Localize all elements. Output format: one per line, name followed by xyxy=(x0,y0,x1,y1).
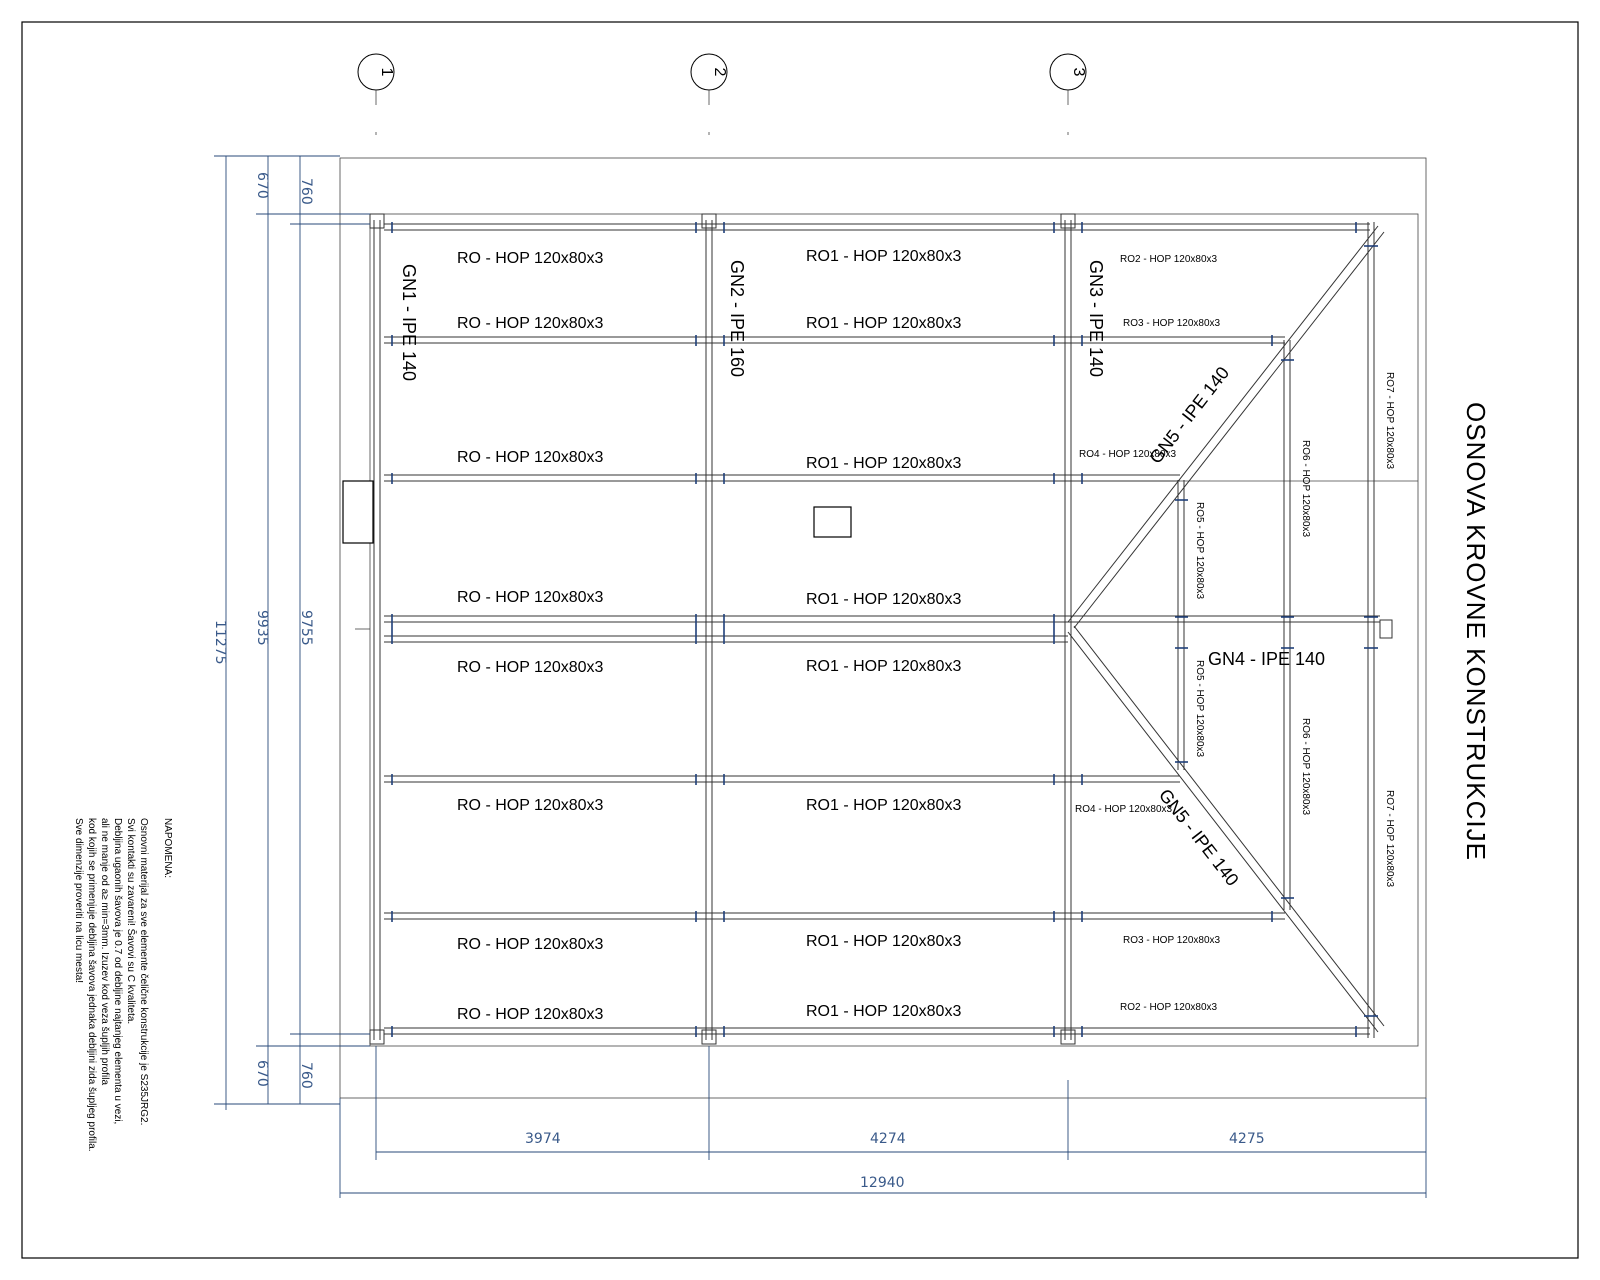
dimension-left: 11275 9935 9755 670 760 670 760 xyxy=(212,155,370,1110)
svg-text:kod kojih se primenjuje deblji: kod kojih se primenjuje debljina šavova … xyxy=(86,818,97,1152)
bay1-purlin-labels: RO - HOP 120x80x3 RO - HOP 120x80x3 RO -… xyxy=(457,250,604,1023)
purlin-rows xyxy=(384,223,1380,1035)
dimension-bottom: 3974 4274 4275 12940 xyxy=(339,1046,1427,1198)
opening-left xyxy=(342,480,374,544)
axis-marker-2: 2 xyxy=(690,53,728,135)
svg-text:RO - HOP 120x80x3: RO - HOP 120x80x3 xyxy=(457,589,604,606)
girder-gn3 xyxy=(1060,213,1076,1045)
svg-text:RO1 - HOP 120x80x3: RO1 - HOP 120x80x3 xyxy=(806,315,961,332)
svg-text:670: 670 xyxy=(254,172,270,199)
svg-text:RO - HOP 120x80x3: RO - HOP 120x80x3 xyxy=(457,449,604,466)
gn4-end-plate xyxy=(1379,619,1393,639)
svg-text:RO1 - HOP 120x80x3: RO1 - HOP 120x80x3 xyxy=(806,1003,961,1020)
svg-text:RO3 - HOP 120x80x3: RO3 - HOP 120x80x3 xyxy=(1123,935,1221,946)
svg-text:RO1 - HOP 120x80x3: RO1 - HOP 120x80x3 xyxy=(806,455,961,472)
svg-text:RO5 - HOP 120x80x3: RO5 - HOP 120x80x3 xyxy=(1194,660,1205,758)
girder-gn2 xyxy=(701,213,717,1045)
girder-gn1 xyxy=(369,213,385,1045)
svg-text:RO4 - HOP 120x80x3: RO4 - HOP 120x80x3 xyxy=(1075,804,1173,815)
purlin-ro6-vertical xyxy=(1283,340,1291,910)
svg-text:670: 670 xyxy=(254,1060,270,1087)
svg-text:760: 760 xyxy=(298,178,314,205)
svg-text:Debljina ugaonih šavova je 0.7: Debljina ugaonih šavova je 0.7 od deblji… xyxy=(112,818,123,1124)
svg-text:3: 3 xyxy=(1070,68,1087,77)
svg-text:12940: 12940 xyxy=(860,1175,905,1191)
svg-text:1: 1 xyxy=(378,68,395,77)
svg-text:RO - HOP 120x80x3: RO - HOP 120x80x3 xyxy=(457,1006,604,1023)
svg-text:Sve dimenzije proveriti na lic: Sve dimenzije proveriti na licu mesta! xyxy=(73,818,84,983)
svg-text:NAPOMENA:: NAPOMENA: xyxy=(162,818,173,878)
svg-text:9935: 9935 xyxy=(254,610,270,646)
svg-text:RO6 - HOP 120x80x3: RO6 - HOP 120x80x3 xyxy=(1300,718,1311,816)
svg-text:RO2 - HOP 120x80x3: RO2 - HOP 120x80x3 xyxy=(1120,1002,1218,1013)
svg-text:RO1 - HOP 120x80x3: RO1 - HOP 120x80x3 xyxy=(806,797,961,814)
svg-text:4275: 4275 xyxy=(1229,1131,1265,1147)
svg-text:760: 760 xyxy=(298,1062,314,1089)
svg-text:RO7 - HOP 120x80x3: RO7 - HOP 120x80x3 xyxy=(1384,790,1395,888)
sheet-border xyxy=(21,21,1579,1259)
svg-text:RO1 - HOP 120x80x3: RO1 - HOP 120x80x3 xyxy=(806,933,961,950)
svg-text:RO1 - HOP 120x80x3: RO1 - HOP 120x80x3 xyxy=(806,658,961,675)
svg-text:RO1 - HOP 120x80x3: RO1 - HOP 120x80x3 xyxy=(806,591,961,608)
svg-text:RO - HOP 120x80x3: RO - HOP 120x80x3 xyxy=(457,250,604,267)
svg-text:ali ne manje od a≥ min=3mm. Iz: ali ne manje od a≥ min=3mm. Izuzev kod v… xyxy=(99,818,110,1085)
label-gn1: GN1 - IPE 140 xyxy=(399,264,419,381)
bay3-purlin-labels: RO2 - HOP 120x80x3 RO3 - HOP 120x80x3 RO… xyxy=(1075,254,1395,1013)
girder-ro7-right xyxy=(1367,222,1375,1038)
svg-text:4274: 4274 xyxy=(870,1131,906,1147)
connection-markers xyxy=(391,222,1378,1037)
roof-outline-outer xyxy=(339,157,1427,1099)
svg-text:RO4 - HOP 120x80x3: RO4 - HOP 120x80x3 xyxy=(1079,449,1177,460)
svg-text:9755: 9755 xyxy=(298,610,314,646)
svg-text:RO - HOP 120x80x3: RO - HOP 120x80x3 xyxy=(457,797,604,814)
opening-center xyxy=(813,506,852,538)
svg-text:Osnovni materijal za sve eleme: Osnovni materijal za sve elemente čeličn… xyxy=(138,818,149,1125)
svg-text:RO - HOP 120x80x3: RO - HOP 120x80x3 xyxy=(457,659,604,676)
bay2-purlin-labels: RO1 - HOP 120x80x3 RO1 - HOP 120x80x3 RO… xyxy=(806,248,961,1020)
roof-outline-inner xyxy=(369,213,1419,1047)
label-gn4: GN4 - IPE 140 xyxy=(1208,649,1325,669)
svg-text:RO - HOP 120x80x3: RO - HOP 120x80x3 xyxy=(457,936,604,953)
svg-text:RO1 - HOP 120x80x3: RO1 - HOP 120x80x3 xyxy=(806,248,961,265)
axis-marker-1: 1 xyxy=(357,53,395,135)
axis-marker-3: 3 xyxy=(1049,53,1087,135)
svg-text:RO7 - HOP 120x80x3: RO7 - HOP 120x80x3 xyxy=(1384,372,1395,470)
note-block: NAPOMENA: Osnovni materijal za sve eleme… xyxy=(73,818,173,1152)
svg-text:3974: 3974 xyxy=(525,1131,561,1147)
svg-text:RO5 - HOP 120x80x3: RO5 - HOP 120x80x3 xyxy=(1194,502,1205,600)
svg-text:RO - HOP 120x80x3: RO - HOP 120x80x3 xyxy=(457,315,604,332)
svg-text:11275: 11275 xyxy=(212,620,228,665)
purlin-ro5-vertical xyxy=(1177,480,1185,770)
svg-text:2: 2 xyxy=(711,68,728,77)
girder-gn5-diagonals xyxy=(1067,225,1385,1033)
svg-text:RO3 - HOP 120x80x3: RO3 - HOP 120x80x3 xyxy=(1123,318,1221,329)
svg-text:RO6 - HOP 120x80x3: RO6 - HOP 120x80x3 xyxy=(1300,440,1311,538)
svg-text:RO2 - HOP 120x80x3: RO2 - HOP 120x80x3 xyxy=(1120,254,1218,265)
svg-text:Svi kontakti su zavareni! Šavo: Svi kontakti su zavareni! Šavovi su C kv… xyxy=(125,818,138,1024)
drawing-title: OSNOVA KROVNE KONSTRUKCIJE xyxy=(1461,402,1491,861)
label-gn3: GN3 - IPE 140 xyxy=(1086,260,1106,377)
label-gn2: GN2 - IPE 160 xyxy=(727,260,747,377)
